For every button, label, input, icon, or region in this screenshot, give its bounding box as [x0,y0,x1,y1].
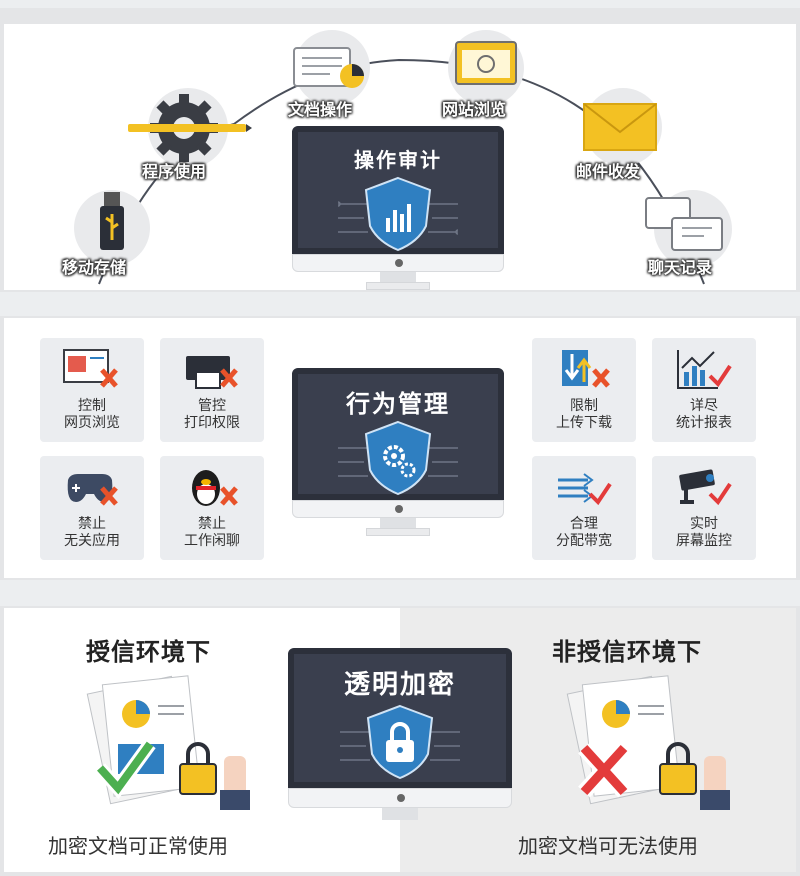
untrusted-title: 非授信环境下 [552,638,702,666]
tile-line-2: 网页浏览 [64,415,120,431]
bandwidth-icon [558,473,612,506]
tile-line-2: 上传下载 [556,415,612,431]
label-email: 邮件收发 [576,162,641,181]
tile-line-1: 合理 [570,516,598,532]
usb-icon [100,192,124,250]
monitor-foot [366,282,430,290]
monitor-chin [292,254,504,272]
tile-statistics: 详尽 统计报表 [652,338,756,442]
label-web: 网站浏览 [442,100,507,119]
tile-block-chat: 禁止 工作闲聊 [160,456,264,560]
shield-gear-icon [338,420,458,496]
untrusted-caption: 加密文档可无法使用 [518,834,698,858]
report-chart-icon [677,350,732,389]
tile-line-2: 分配带宽 [556,533,612,549]
qq-penguin-blocked-icon [192,470,238,506]
monitor-chin [288,788,512,808]
printer-blocked-icon [186,356,238,389]
tile-line-1: 禁止 [198,516,226,532]
trusted-caption: 加密文档可正常使用 [48,834,228,858]
tile-line-2: 无关应用 [64,533,120,549]
label-program: 程序使用 [142,162,207,181]
encryption-panel: 授信环境下 非授信环境下 加密文档可正常使用 加密文档可无法使用 [4,608,796,872]
tile-line-1: 实时 [690,516,718,532]
monitor-screen: 行为管理 [292,368,504,500]
envelope-icon [583,103,657,151]
browser-icon [455,41,517,85]
tile-block-apps: 禁止 无关应用 [40,456,144,560]
tile-line-2: 打印权限 [184,415,240,431]
webpage-blocked-icon [63,349,118,388]
encryption-title: 透明加密 [343,670,456,700]
label-chat: 聊天记录 [648,258,713,277]
tile-line-1: 禁止 [78,516,106,532]
shield-lock-icon [340,704,460,780]
tile-line-1: 控制 [78,398,106,414]
trusted-docs-illustration [86,675,250,810]
monitor-foot [366,528,430,536]
chat-bubbles-icon [645,197,723,251]
monitor-screen: 操作审计 [292,126,504,254]
audit-title: 操作审计 [354,148,442,172]
label-document: 文档操作 [288,100,353,119]
top-strip [0,0,800,8]
tile-web-control: 控制 网页浏览 [40,338,144,442]
monitor-stand [380,518,416,528]
monitor-stand [382,808,418,820]
untrusted-docs-illustration [566,675,730,810]
tile-print-control: 管控 打印权限 [160,338,264,442]
gamepad-blocked-icon [67,474,118,506]
tile-line-2: 屏幕监控 [676,533,732,549]
tile-bandwidth: 合理 分配带宽 [532,456,636,560]
audit-panel: 移动存储 程序使用 文档操作 网站浏览 [4,24,796,290]
tile-line-1: 限制 [570,398,598,414]
separator-2 [0,580,800,606]
monitor-screen: 透明加密 [288,648,512,788]
tile-line-1: 管控 [198,398,226,414]
tile-line-2: 统计报表 [676,415,732,431]
tile-screen-monitor: 实时 屏幕监控 [652,456,756,560]
label-removable: 移动存储 [62,258,127,277]
transfer-blocked-icon [562,350,610,388]
tile-line-2: 工作闲聊 [184,533,240,549]
behavior-monitor: 行为管理 [292,368,504,538]
monitor-stand [380,272,416,282]
gear-icon [128,94,252,162]
audit-monitor: 操作审计 [292,126,504,290]
separator-1 [0,292,800,316]
monitor-chin [292,500,504,518]
encryption-monitor: 透明加密 [288,648,512,828]
tile-line-1: 详尽 [690,398,718,414]
document-icon [293,47,364,88]
tile-upload-download: 限制 上传下载 [532,338,636,442]
camera-icon [679,469,732,506]
behavior-panel: 控制 网页浏览 管控 打印权限 禁止 无关应用 禁止 工作闲聊 [4,318,796,578]
shield-icon [338,176,458,252]
behavior-title: 行为管理 [346,390,450,418]
trusted-title: 授信环境下 [86,638,211,666]
